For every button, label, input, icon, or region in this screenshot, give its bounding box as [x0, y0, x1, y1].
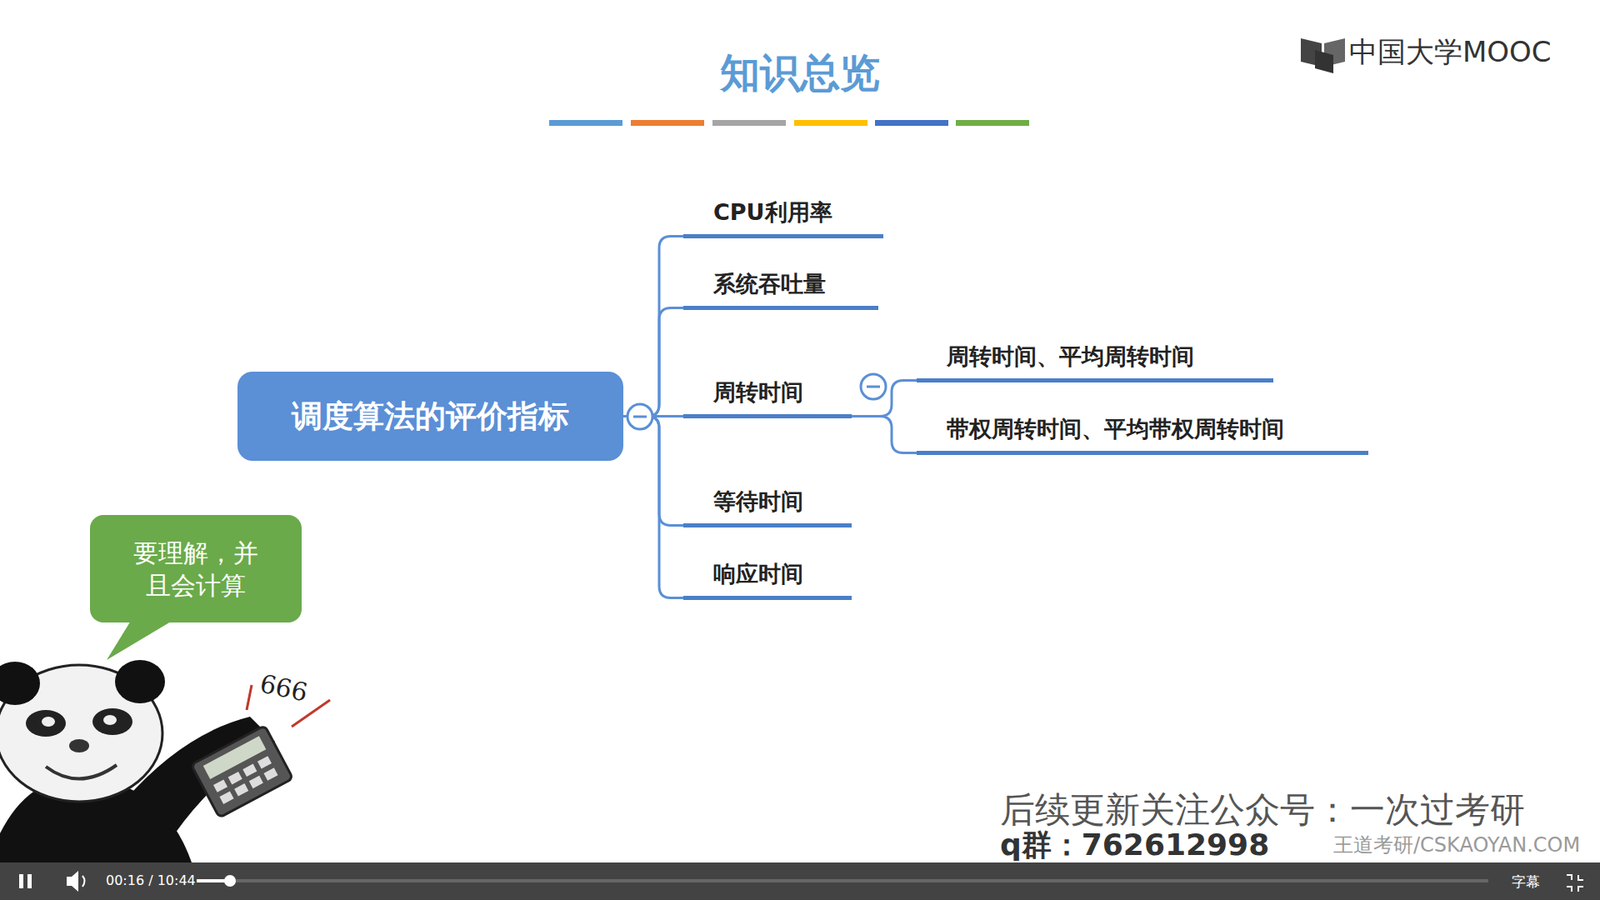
- branch-node: 系统吞吐量: [683, 269, 879, 310]
- bubble-text: 要理解，并 且会计算: [123, 536, 269, 602]
- branch-label: 周转时间、平均周转时间: [946, 341, 1250, 372]
- branch-label: CPU利用率: [713, 197, 860, 228]
- branch-label: 响应时间: [713, 559, 829, 590]
- collapse-icon: [627, 374, 886, 430]
- branch-node: 等待时间: [683, 486, 852, 528]
- branch-node: 带权周转时间、平均带权周转时间: [916, 414, 1369, 455]
- mindmap-connector: [623, 308, 684, 417]
- branch-label: 等待时间: [713, 486, 829, 517]
- watermark: 王道考研/CSKAOYAN.COM: [1333, 831, 1580, 859]
- watermark: 后续更新关注公众号：一次过考研: [1000, 786, 1525, 834]
- mindmap-connector: [623, 416, 684, 599]
- branch-label: 带权周转时间、平均带权周转时间: [946, 414, 1345, 445]
- title-color-bars: [549, 120, 1030, 126]
- bubble-tail: [106, 616, 180, 660]
- mindmap-connector: [851, 416, 917, 454]
- mooc-logo-icon: [1300, 38, 1345, 74]
- video-control-bar: [0, 862, 1600, 900]
- branch-node: 响应时间: [683, 559, 852, 600]
- sticker-text: 666: [257, 668, 310, 707]
- branch-node: 周转时间、平均周转时间: [916, 341, 1274, 383]
- branch-node: 周转时间: [683, 377, 852, 419]
- root-box: 调度算法的评价指标: [237, 371, 624, 461]
- logo-text: 中国大学MOOC: [1349, 33, 1552, 72]
- watermark: q群：762612998: [1000, 825, 1270, 866]
- root-label: 调度算法的评价指标: [291, 395, 570, 438]
- subtitle-button: 字幕: [1511, 872, 1540, 892]
- branch-node: CPU利用率: [683, 197, 884, 239]
- mindmap-connector: [623, 236, 684, 417]
- branch-label: 系统吞吐量: [713, 269, 855, 300]
- speech-bubble: 要理解，并 且会计算: [90, 515, 302, 623]
- branch-label: 周转时间: [713, 377, 829, 408]
- panda-illustration: [0, 660, 330, 863]
- mindmap-connector: [623, 416, 684, 526]
- player-time: 00:16 / 10:44: [105, 872, 196, 889]
